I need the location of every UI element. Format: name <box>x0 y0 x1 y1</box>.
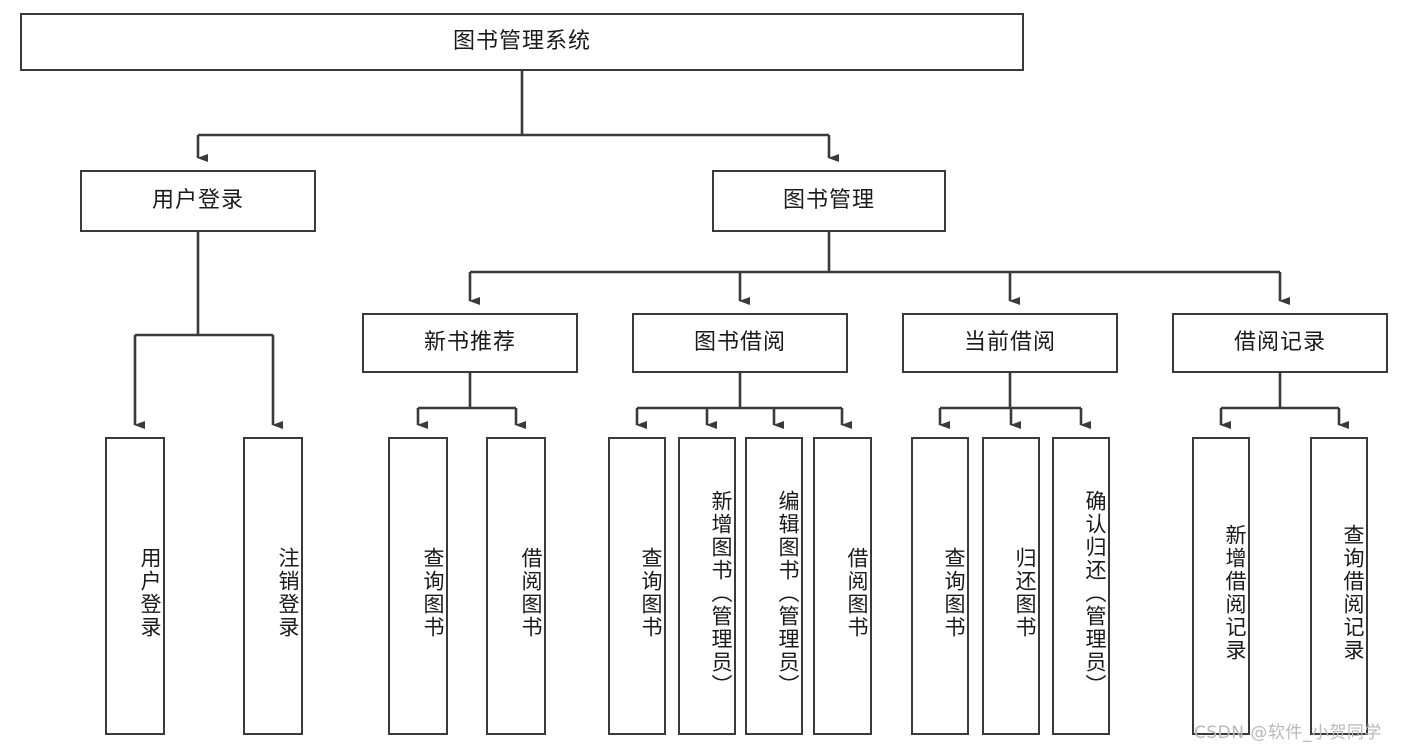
node-root-label: 图书管理系统 <box>452 28 591 54</box>
node-leaf-confirm-return[interactable]: 确认归还（管理员） <box>1052 437 1110 735</box>
node-borrow-record[interactable]: 借阅记录 <box>1172 313 1388 373</box>
node-borrow-record-label: 借阅记录 <box>1233 329 1326 355</box>
node-leaf-query-book-rec[interactable]: 查询图书 <box>388 437 448 735</box>
node-leaf-edit-book-label: 编辑图书（管理员） <box>776 489 800 697</box>
node-new-book-recommend[interactable]: 新书推荐 <box>362 313 578 373</box>
node-leaf-add-book[interactable]: 新增图书（管理员） <box>678 437 736 735</box>
node-leaf-edit-book[interactable]: 编辑图书（管理员） <box>745 437 803 735</box>
node-leaf-query-book-cur[interactable]: 查询图书 <box>911 437 969 735</box>
node-leaf-borrow-book-rec[interactable]: 借阅图书 <box>486 437 546 735</box>
node-book-borrow-label: 图书借阅 <box>693 329 786 355</box>
node-leaf-logout[interactable]: 注销登录 <box>243 437 303 735</box>
node-leaf-query-record-label: 查询借阅记录 <box>1341 524 1365 662</box>
node-leaf-query-book-borrow[interactable]: 查询图书 <box>608 437 666 735</box>
node-leaf-user-login[interactable]: 用户登录 <box>105 437 165 735</box>
node-leaf-query-book-cur-label: 查询图书 <box>942 547 966 639</box>
node-leaf-query-book-borrow-label: 查询图书 <box>639 547 663 639</box>
csdn-watermark: CSDN @软件_小贺同学 <box>1194 723 1382 743</box>
node-book-manage-label: 图书管理 <box>782 187 875 213</box>
node-user-login-label: 用户登录 <box>151 187 244 213</box>
node-root[interactable]: 图书管理系统 <box>20 13 1024 71</box>
node-leaf-return-book-label: 归还图书 <box>1013 547 1037 639</box>
node-leaf-borrow-book-label: 借阅图书 <box>845 547 869 639</box>
node-leaf-user-login-label: 用户登录 <box>138 547 162 639</box>
node-leaf-query-book-rec-label: 查询图书 <box>421 547 445 639</box>
node-leaf-logout-label: 注销登录 <box>276 547 300 639</box>
node-new-book-recommend-label: 新书推荐 <box>423 329 516 355</box>
node-leaf-add-record-label: 新增借阅记录 <box>1223 524 1247 662</box>
node-leaf-add-book-label: 新增图书（管理员） <box>709 489 733 697</box>
node-leaf-add-record[interactable]: 新增借阅记录 <box>1192 437 1250 735</box>
node-current-borrow[interactable]: 当前借阅 <box>902 313 1118 373</box>
node-book-borrow[interactable]: 图书借阅 <box>632 313 848 373</box>
node-current-borrow-label: 当前借阅 <box>963 329 1056 355</box>
node-leaf-borrow-book[interactable]: 借阅图书 <box>813 437 872 735</box>
node-leaf-confirm-return-label: 确认归还（管理员） <box>1083 489 1107 697</box>
node-leaf-borrow-book-rec-label: 借阅图书 <box>519 547 543 639</box>
node-book-manage[interactable]: 图书管理 <box>712 170 946 232</box>
node-leaf-query-record[interactable]: 查询借阅记录 <box>1310 437 1368 735</box>
node-user-login[interactable]: 用户登录 <box>80 170 316 232</box>
node-leaf-return-book[interactable]: 归还图书 <box>982 437 1040 735</box>
